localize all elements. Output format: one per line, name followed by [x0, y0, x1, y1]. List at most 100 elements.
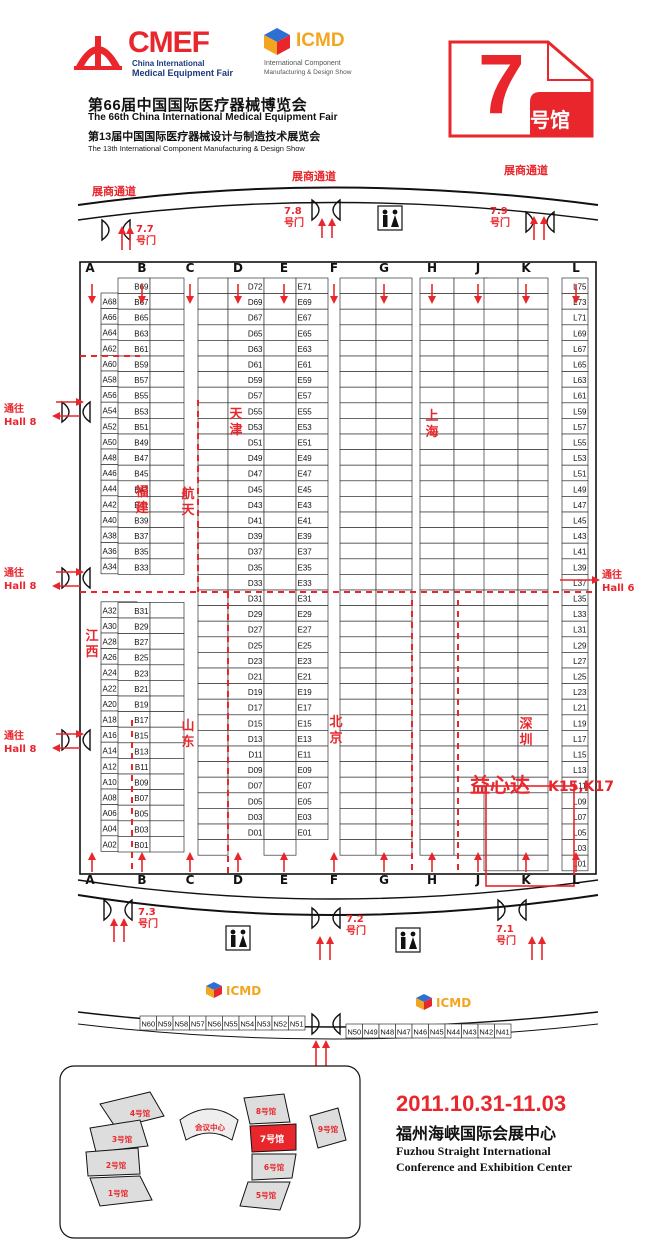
booth-label: D11: [248, 751, 263, 760]
booth-label: E39: [298, 532, 313, 541]
booth-label: A10: [103, 778, 118, 787]
booth: [339, 808, 377, 825]
booth: [419, 574, 455, 591]
booth: [517, 839, 549, 856]
booth-label: B09: [134, 779, 149, 788]
booth: [339, 293, 377, 310]
booth-label: E03: [298, 813, 313, 822]
booth: [263, 527, 297, 544]
booth-label: B33: [134, 563, 149, 572]
region-fujian: 福: [134, 484, 148, 500]
booth: [517, 496, 549, 513]
booth: [517, 652, 549, 669]
booth: [483, 527, 519, 544]
booth: [453, 808, 489, 825]
booth: [263, 761, 297, 778]
region-fujian: 建: [135, 500, 148, 516]
booth-label: D37: [248, 548, 263, 557]
minimap-hall2: [85, 1147, 141, 1177]
booth: [453, 340, 489, 357]
door-leaf: [61, 566, 70, 590]
booth-label: L35: [573, 595, 587, 604]
booth: [149, 695, 185, 712]
booth: [149, 496, 185, 513]
booth: [419, 480, 455, 497]
booth-label: A42: [103, 500, 118, 509]
booth: [419, 652, 455, 669]
booth-label: E53: [298, 423, 313, 432]
booth: [419, 511, 455, 528]
booth: [149, 648, 185, 666]
booth: [149, 449, 185, 466]
booth: [375, 636, 413, 653]
booth-label: L15: [573, 751, 587, 760]
booth: [263, 277, 297, 294]
booth-label: A62: [103, 344, 118, 353]
booth: [149, 558, 185, 575]
booth-label-n: N52: [273, 1020, 287, 1029]
column-letter-top: L: [572, 261, 580, 275]
minimap-hall5: [239, 1181, 291, 1211]
booth-label: A24: [103, 669, 118, 678]
booth: [339, 527, 377, 544]
venue-en-2: Conference and Exhibition Center: [396, 1160, 573, 1174]
booth-label: L69: [573, 329, 587, 338]
gate-label: 号门: [490, 216, 510, 229]
booth: [483, 386, 519, 404]
minimap-hall1: [89, 1175, 153, 1207]
booth: [517, 371, 549, 388]
booth: [419, 386, 455, 404]
booth: [419, 839, 455, 856]
column-letter-top: J: [475, 261, 480, 275]
booth: [263, 605, 297, 622]
booth-label: B61: [134, 345, 149, 354]
booth: [149, 726, 185, 744]
column-letter-bottom: F: [330, 873, 338, 887]
booth: [197, 839, 229, 856]
booth-label: D61: [248, 361, 263, 370]
booth: [453, 418, 489, 435]
booth-label: D17: [248, 704, 263, 713]
booth: [197, 464, 229, 482]
restroom-head: [230, 929, 236, 935]
restroom-south-east: [395, 927, 421, 953]
booth: [375, 730, 413, 747]
icmd-icon-right: [424, 998, 432, 1010]
booth: [149, 464, 185, 482]
booth-label: E15: [298, 719, 313, 728]
booth-grid: [100, 277, 589, 1039]
booth-label: L43: [573, 532, 587, 541]
gate-label: 号门: [496, 934, 516, 947]
booth-label: B07: [134, 794, 149, 803]
booth-label-n: N51: [290, 1020, 304, 1029]
booth-label: B37: [134, 532, 149, 541]
side-door-hall8-mid: [61, 566, 91, 590]
booth: [517, 308, 549, 326]
booth-label: A48: [103, 454, 118, 463]
booth-label-n: N60: [141, 1020, 155, 1029]
booth: [375, 386, 413, 404]
minimap-label-hall2: 2号馆: [106, 1160, 127, 1170]
booth: [149, 324, 185, 341]
region-tianjin: 津: [229, 422, 242, 438]
booth: [419, 667, 455, 684]
exit-label: 通往: [602, 568, 622, 581]
booth: [419, 340, 455, 357]
booth: [149, 820, 185, 837]
booth: [339, 636, 377, 653]
column-letter-top: B: [137, 261, 146, 275]
booth: [375, 605, 413, 622]
booth-label: L21: [573, 704, 587, 713]
booth: [263, 386, 297, 404]
booth: [419, 808, 455, 825]
restroom-body: [391, 215, 399, 227]
booth-label: A52: [103, 422, 118, 431]
booth: [197, 480, 229, 497]
booth-n: [494, 1023, 512, 1039]
booth: [419, 714, 455, 731]
column-letter-bottom: B: [137, 873, 146, 887]
booth-label: A22: [103, 684, 118, 693]
booth: [419, 605, 455, 622]
booth: [339, 277, 377, 294]
